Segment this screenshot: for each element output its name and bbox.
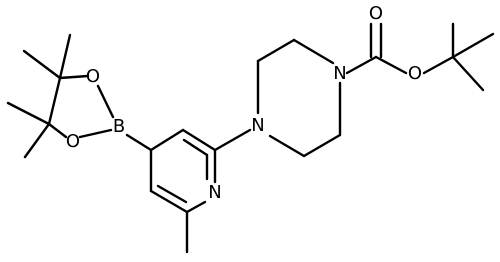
bond-carbonyl-n xyxy=(345,55,378,75)
bond-carbonyl-oester xyxy=(374,55,408,75)
atom-boron: B xyxy=(113,116,125,137)
bond-py-c6-c5-inner xyxy=(156,184,188,204)
bond-py-c3-c2-inner xyxy=(182,138,209,157)
bond-ctbu-me-right xyxy=(451,32,495,59)
bond-c-c-pinacol xyxy=(47,76,62,126)
bond-pinacol-me-1 xyxy=(58,33,72,80)
atom-o-carbonyl: O xyxy=(369,3,383,24)
bond-py-c3-c2 xyxy=(181,128,217,152)
atom-o-boronate-bottom: O xyxy=(66,131,80,152)
bond-b-o-top xyxy=(96,84,115,119)
bond-py-n-c6 xyxy=(185,200,207,214)
bond-pinacol-me-3 xyxy=(6,101,51,126)
atom-n-pyridine: N xyxy=(208,182,221,203)
bond-pip-c5-c6 xyxy=(302,133,342,158)
bond-pip-n4-c5 xyxy=(268,134,306,158)
atom-o-boronate-top: O xyxy=(86,66,100,87)
bond-ctbu-me-bottom xyxy=(451,55,485,92)
bond-pip-n1-c2 xyxy=(292,38,335,65)
bond-pip-c2-c3 xyxy=(256,38,296,63)
atom-o-ester: O xyxy=(408,63,422,84)
bond-py-c4-c3 xyxy=(149,128,185,152)
bond-pinacol-me-2 xyxy=(22,49,62,80)
bond-py-c6-c5 xyxy=(149,189,189,214)
atom-labels: O O N N N B O O xyxy=(66,3,422,203)
bond-o-bottom-b xyxy=(78,128,113,139)
bond-c-o-bottom xyxy=(47,122,68,139)
atom-n-boc: N xyxy=(333,63,346,84)
bond-o-top-c xyxy=(58,74,90,80)
bond-pinacol-me-4 xyxy=(23,122,51,159)
bonds xyxy=(6,22,495,254)
bond-oester-ctbu xyxy=(422,55,455,75)
bond-pip-n-pyridine xyxy=(213,128,252,152)
bond-py-boron xyxy=(125,133,153,152)
atom-n-aryl: N xyxy=(251,115,264,136)
